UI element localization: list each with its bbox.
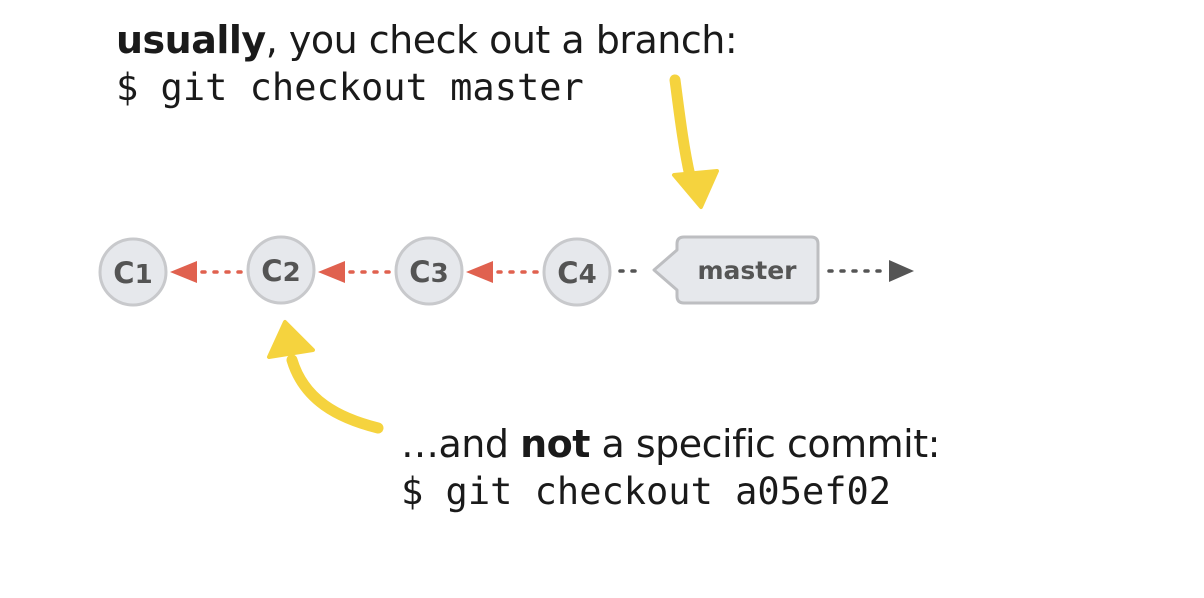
command-checkout-master: $ git checkout master (116, 66, 584, 109)
commit-c4: C4 (542, 237, 612, 307)
branch-master-label: master (697, 256, 797, 285)
caption-commit-checkout-lead: …and (401, 422, 521, 466)
caption-commit-checkout: …and not a specific commit: $ git checko… (401, 420, 940, 516)
commit-c1: C1 (98, 237, 168, 307)
pointer-to-branch-arrowhead (672, 169, 719, 209)
branch-tag-shape (652, 235, 820, 305)
branch-master: master (652, 235, 820, 305)
parent-arrowhead-c3 (466, 261, 493, 283)
caption-commit-checkout-sentence: a specific commit: (589, 422, 940, 466)
commit-c1-label: C1 (113, 256, 152, 290)
commit-c3-node (394, 236, 464, 306)
commit-c3: C3 (394, 236, 464, 306)
commit-c4-node (542, 237, 612, 307)
commit-c2-label: C2 (261, 254, 300, 288)
hand-drawn-arrow-icon (286, 354, 384, 434)
caption-branch-checkout: usually, you check out a branch: $ git c… (116, 16, 738, 112)
parent-arrowhead-c1 (170, 261, 197, 283)
commit-c2-node (246, 235, 316, 305)
caption-commit-checkout-text: …and not a specific commit: (401, 420, 940, 468)
hand-drawn-arrow-icon (669, 74, 696, 182)
parent-links (170, 261, 542, 283)
commit-c3-label: C3 (409, 255, 448, 289)
pointer-to-commit (267, 320, 384, 434)
command-checkout-commit: $ git checkout a05ef02 (401, 470, 892, 513)
commit-c4-label: C4 (557, 256, 596, 290)
commit-c2: C2 (246, 235, 316, 305)
emphasis-not: not (520, 422, 590, 466)
parent-arrowhead-c2 (318, 261, 345, 283)
commit-c1-node (98, 237, 168, 307)
emphasis-usually: usually (116, 18, 266, 62)
onward-arrowhead-icon (889, 260, 914, 282)
pointer-to-commit-arrowhead (267, 320, 315, 359)
caption-branch-checkout-text: usually, you check out a branch: (116, 16, 738, 64)
caption-branch-checkout-sentence: , you check out a branch: (265, 18, 738, 62)
pointer-to-branch (669, 74, 719, 209)
